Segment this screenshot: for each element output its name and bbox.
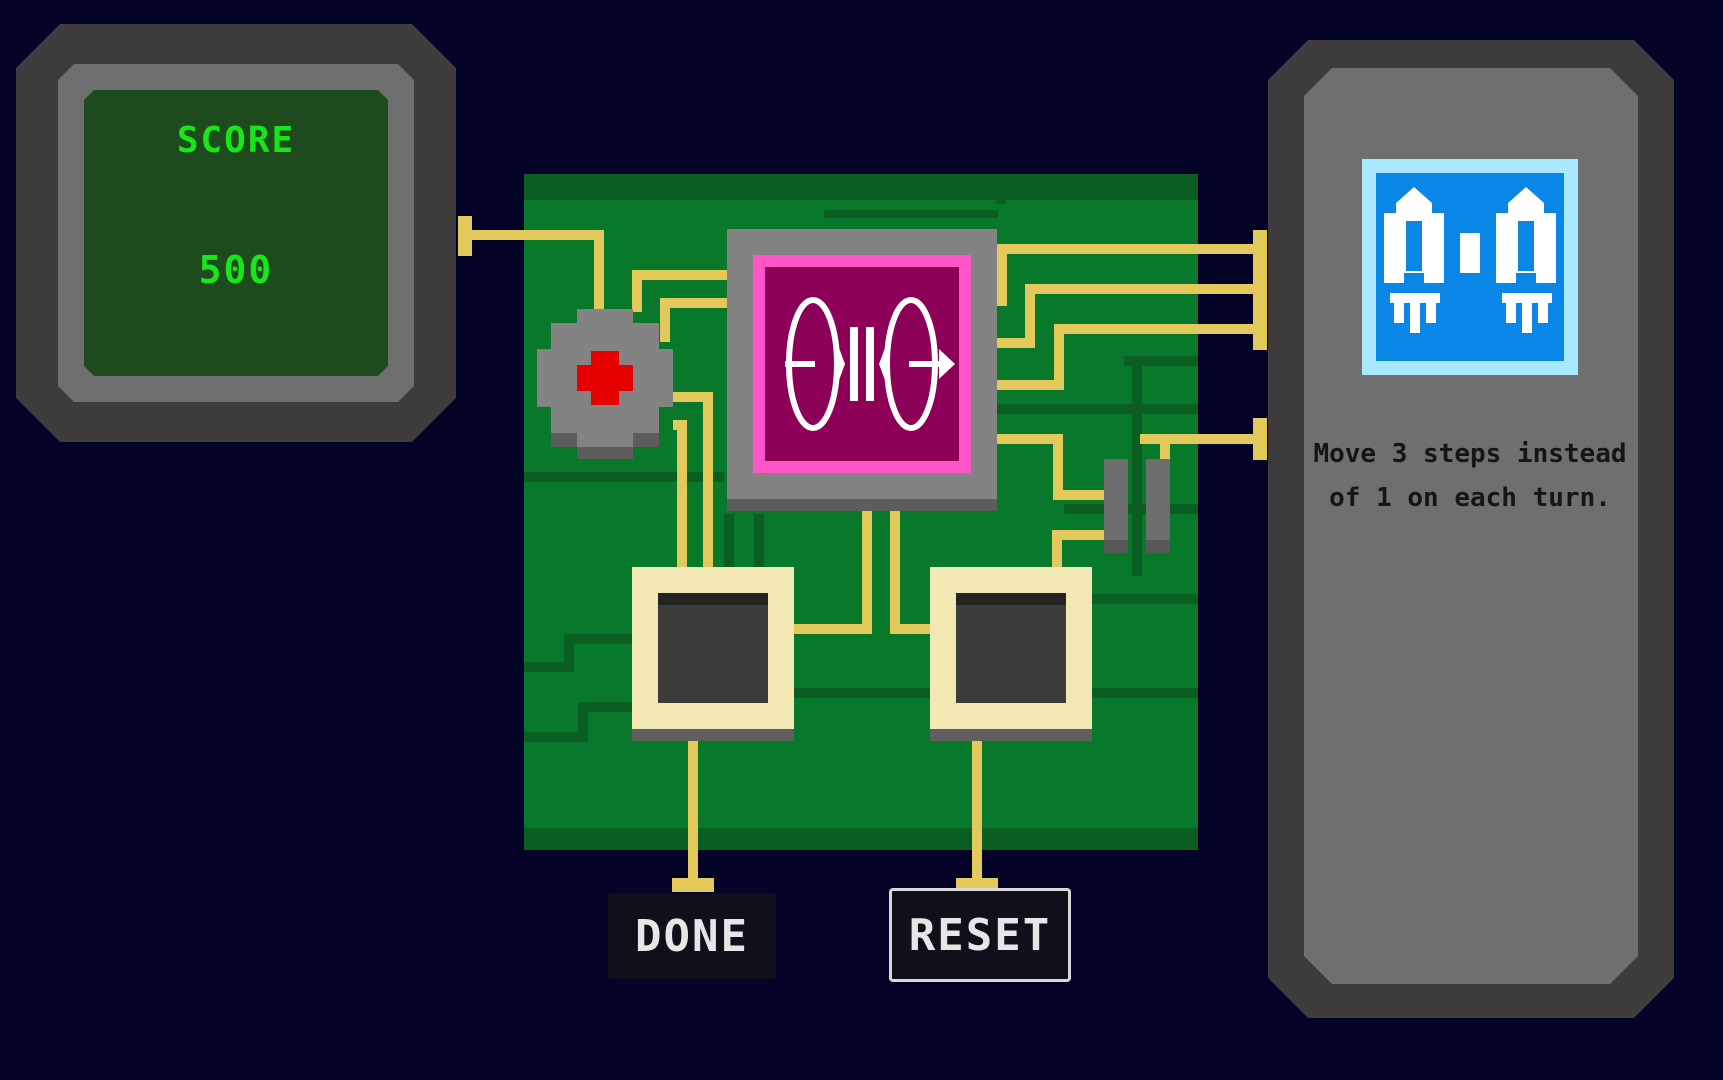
warp-arrows-icon (785, 297, 955, 431)
score-screen: SCORE 500 (84, 90, 388, 376)
chip-face (753, 255, 971, 473)
card-slot-right[interactable] (930, 567, 1092, 741)
reset-button[interactable]: RESET (889, 888, 1071, 982)
score-label: SCORE (176, 120, 296, 161)
twin-rockets-icon (1384, 187, 1556, 333)
score-monitor-bezel: SCORE 500 (58, 64, 414, 402)
card-icon-background (1376, 173, 1564, 361)
chip-screen (765, 267, 959, 461)
card-description: Move 3 steps instead of 1 on each turn. (1313, 439, 1627, 513)
card-slot-left[interactable] (632, 567, 794, 741)
score-monitor: SCORE 500 (16, 24, 456, 442)
done-button[interactable]: DONE (608, 893, 776, 979)
slot-hole (658, 593, 768, 703)
red-cross-button-icon[interactable] (537, 309, 673, 459)
card-icon-frame (1362, 159, 1578, 375)
slot-hole (956, 593, 1066, 703)
score-value: 500 (198, 248, 274, 292)
upgrade-chip[interactable] (727, 229, 997, 511)
